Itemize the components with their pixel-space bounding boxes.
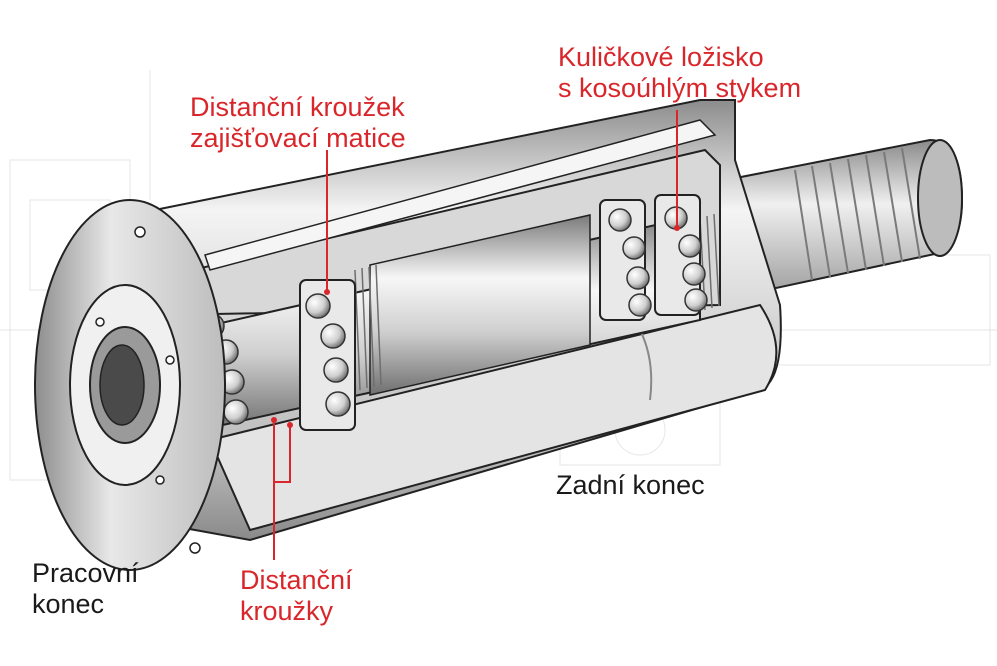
label-spacer-rings-line1: Distanční [240,565,353,595]
label-locknut-spacer-line1: Distanční kroužek [190,92,405,122]
label-angular-bearing: Kuličkové ložisko s kosoúhlým stykem [558,42,801,104]
label-locknut-spacer: Distanční kroužek zajišťovací matice [190,92,406,154]
label-working-end: Pracovní konec [32,558,139,620]
front-flange [34,199,226,571]
label-angular-bearing-line1: Kuličkové ložisko [558,42,764,72]
callout-dots [271,225,680,428]
label-spacer-rings: Distanční kroužky [240,565,353,627]
label-working-end-line2: konec [32,589,105,619]
callout-lines [273,110,678,560]
label-rear-end: Zadní konec [556,470,705,500]
label-angular-bearing-line2: s kosoúhlým stykem [558,73,802,103]
label-locknut-spacer-line2: zajišťovací matice [190,123,406,153]
label-spacer-rings-line2: kroužky [240,596,334,626]
label-working-end-line1: Pracovní [32,558,139,588]
